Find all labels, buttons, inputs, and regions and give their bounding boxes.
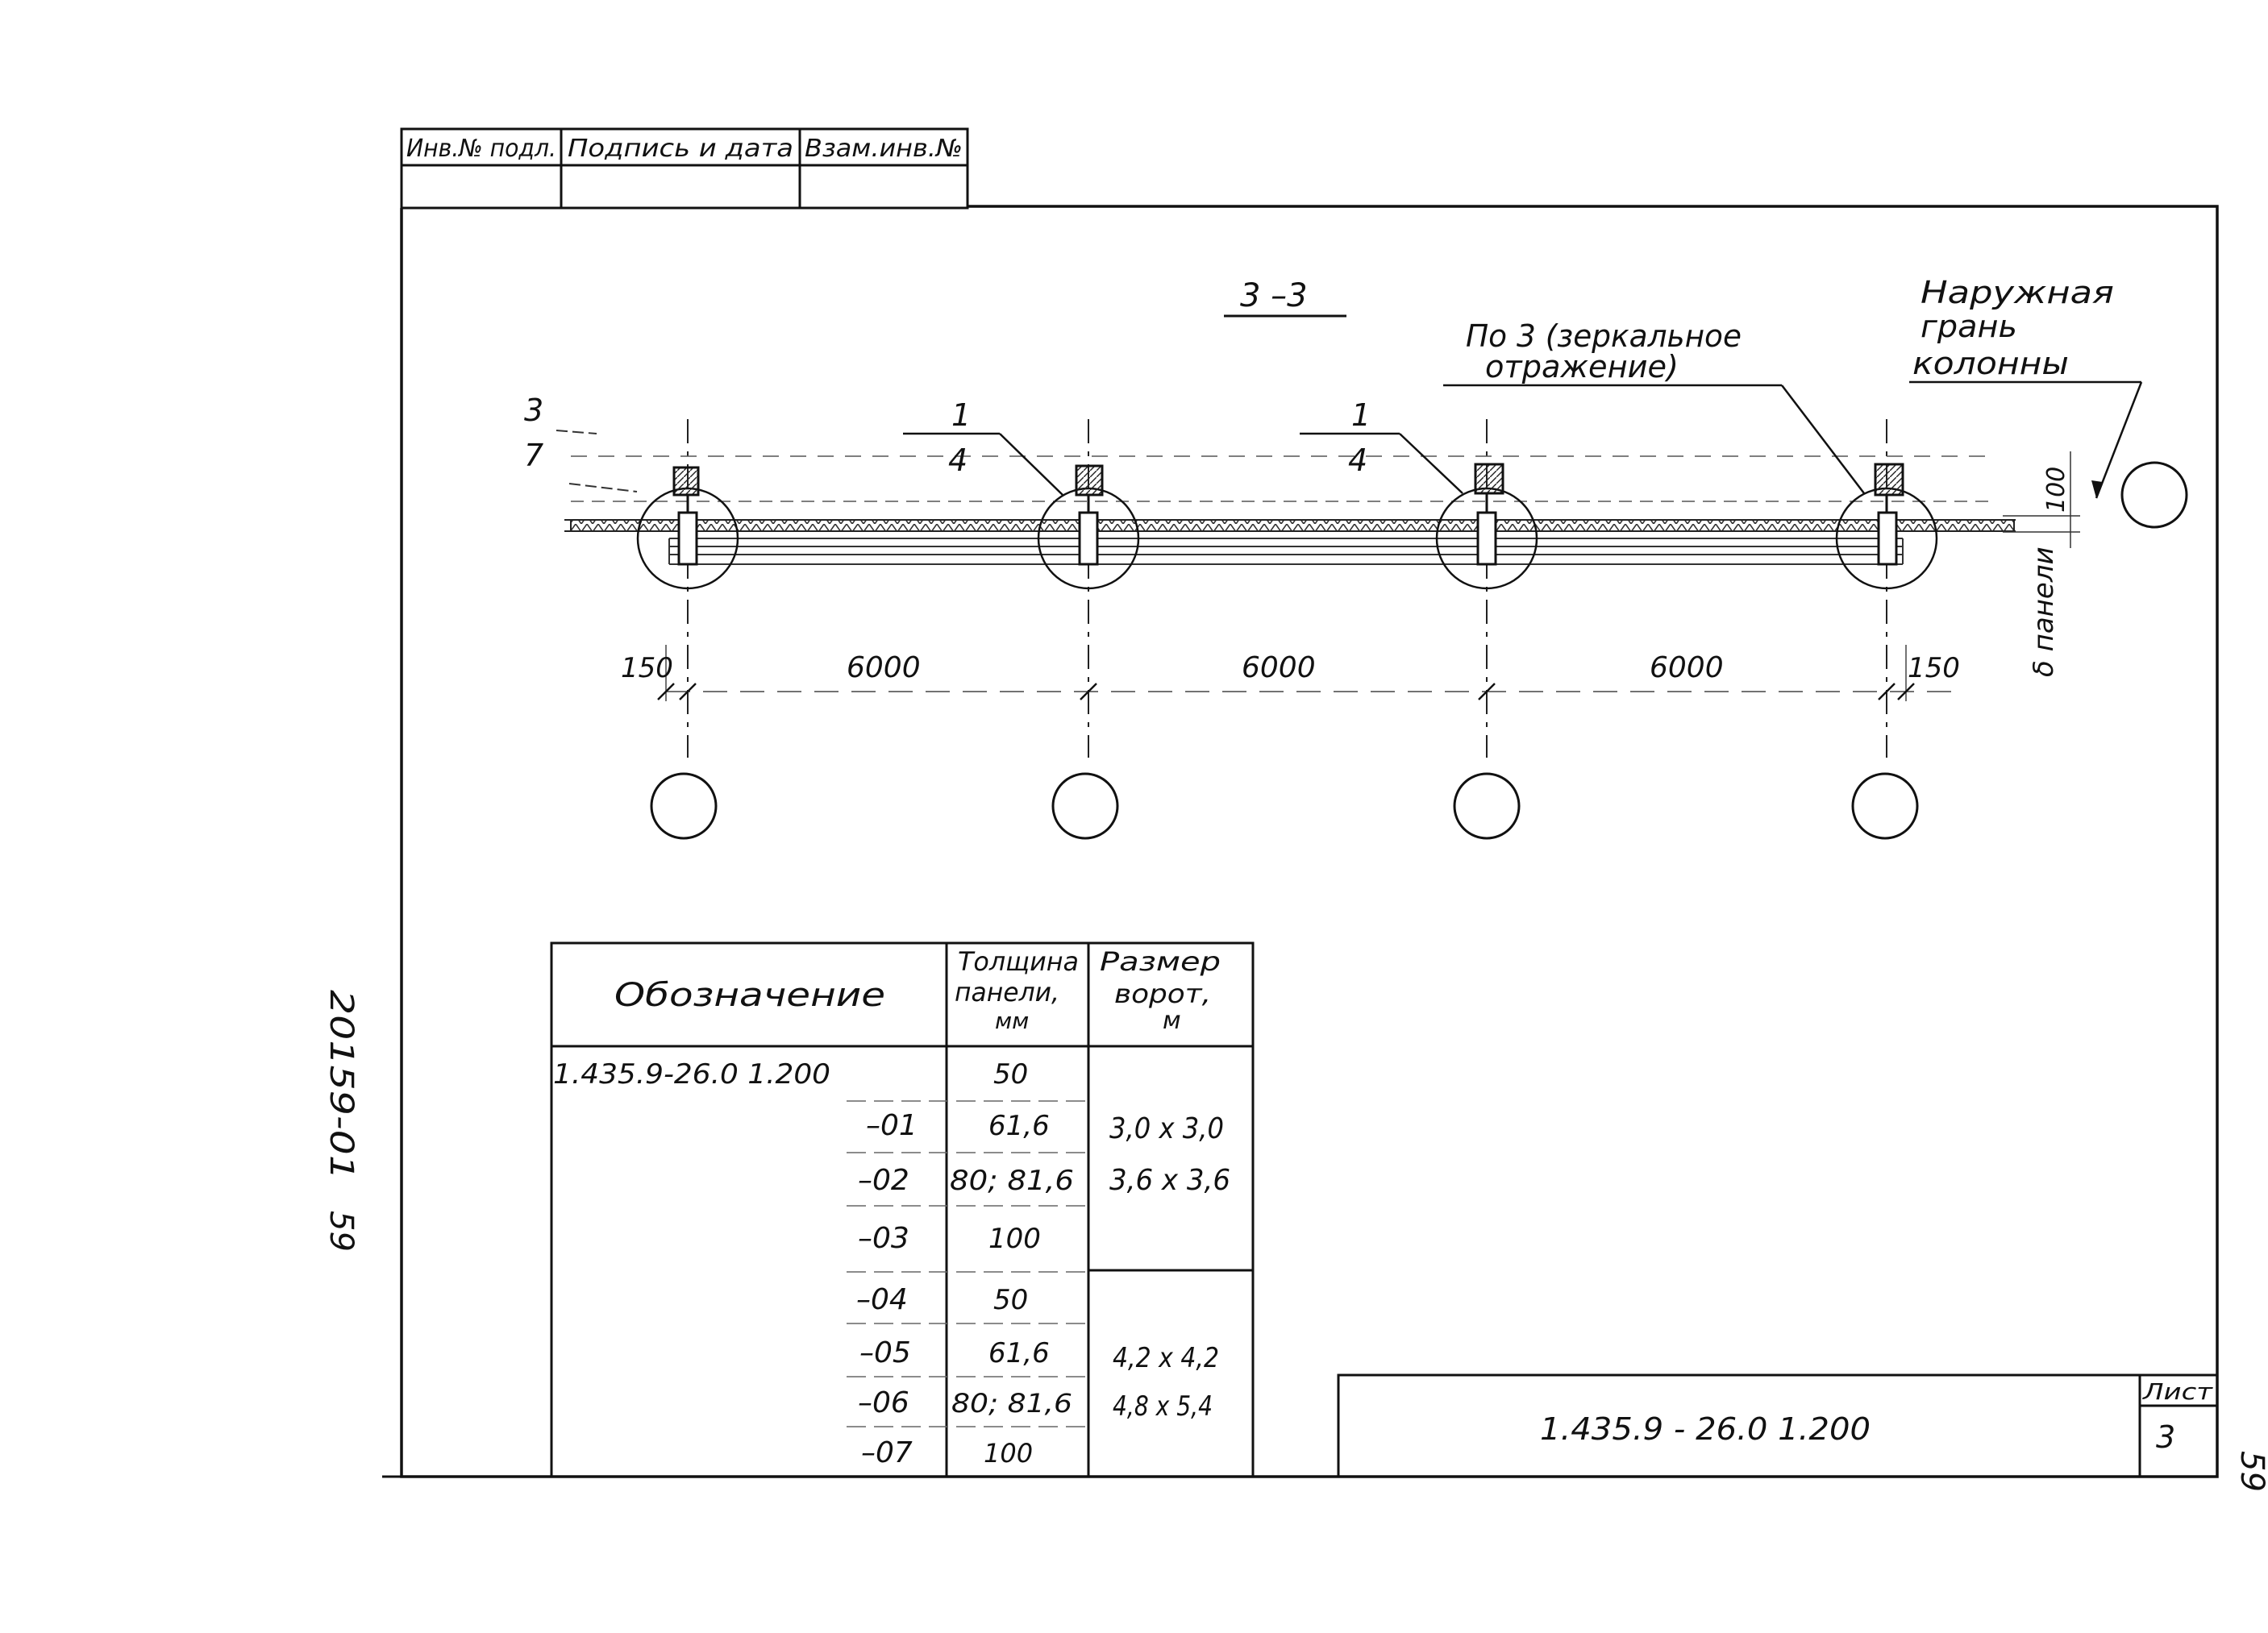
header-thickness-line3: мм <box>995 1008 1029 1034</box>
stamp-replaced-inv: Взам.инв.№ <box>805 135 963 163</box>
outer-face-line2: грань <box>1921 309 2017 344</box>
title-block: 1.435.9 - 26.0 1.200 Лист 3 <box>1337 1373 2219 1478</box>
row-6-thickness: 80; 81,6 <box>951 1388 1072 1419</box>
row-1-designation: –01 <box>866 1109 918 1142</box>
note-mirror-line1: По 3 (зеркальное <box>1466 318 1742 354</box>
title-code: 1.435.9 - 26.0 1.200 <box>1540 1411 1871 1447</box>
header-thickness-line1: Толщина <box>958 946 1079 977</box>
row-5-size: 4,2 x 4,2 <box>1113 1342 1219 1374</box>
row-3-designation: –03 <box>858 1222 909 1255</box>
row-1-size: 3,0 x 3,0 <box>1109 1112 1224 1145</box>
row-7-designation: –07 <box>861 1436 913 1469</box>
dim-span-3: 6000 <box>1650 651 1724 684</box>
approval-stamp: Инв.№ подл. Подпись и дата Взам.инв.№ <box>400 127 969 210</box>
dim-edge-right: 150 <box>1908 652 1960 684</box>
row-6-designation: –06 <box>858 1386 909 1419</box>
row-2-thickness: 80; 81,6 <box>950 1165 1074 1197</box>
header-size-line3: м <box>1163 1007 1181 1035</box>
row-2-size: 3,6 x 3,6 <box>1109 1164 1230 1197</box>
callout-left-top: 3 <box>524 393 543 428</box>
lower-columns <box>650 772 1919 840</box>
row-5-thickness: 61,6 <box>988 1337 1050 1369</box>
note-mirror-line2: отражение) <box>1485 349 1679 384</box>
outer-face-line3: колонны <box>1912 346 2069 381</box>
stamp-signature-date: Подпись и дата <box>568 135 793 163</box>
callout-outer-face: Наружная грань колонны <box>1909 275 2143 499</box>
corner-page: 59 <box>2233 1451 2268 1492</box>
node-column-2 <box>1037 464 1140 590</box>
header-size-line2: ворот, <box>1114 979 1211 1009</box>
margin-marks: 20159-01 59 59 <box>323 990 2268 1492</box>
archive-number: 20159-01 <box>323 990 360 1180</box>
sheet-label: Лист <box>2142 1378 2213 1405</box>
row-6-size: 4,8 x 5,4 <box>1113 1390 1213 1423</box>
row-0-designation: 1.435.9-26.0 1.200 <box>553 1058 830 1091</box>
header-size-line1: Размер <box>1100 946 1221 977</box>
row-2-designation: –02 <box>858 1164 909 1197</box>
row-7-thickness: 100 <box>984 1438 1033 1469</box>
section-view: 3 –3 <box>524 275 2188 840</box>
dim-gap: 100 <box>2042 467 2070 513</box>
callout-left: 3 7 <box>524 393 638 492</box>
node-column-3 <box>1435 463 1538 590</box>
header-thickness-line2: панели, <box>955 977 1059 1008</box>
outer-face-line1: Наружная <box>1921 275 2114 310</box>
margin-page: 59 <box>323 1211 360 1252</box>
node-column-4 <box>1835 463 1938 590</box>
header-designation: Обозначение <box>614 977 885 1014</box>
section-title: 3 –3 <box>1240 277 1308 314</box>
wall-panel-band <box>570 519 2015 532</box>
dim-edge-left: 150 <box>621 652 673 684</box>
main-frame <box>382 205 2219 1478</box>
dimension-line: 150 6000 6000 6000 150 <box>621 645 1960 701</box>
callout-1-top: 1 <box>951 397 971 433</box>
row-5-designation: –05 <box>859 1336 911 1369</box>
callout-1: 1 4 <box>903 397 1063 496</box>
spec-table: Обозначение Толщина панели, мм Размер во… <box>550 941 1255 1478</box>
callout-mirror: По 3 (зеркальное отражение) <box>1443 318 1865 494</box>
row-4-thickness: 50 <box>993 1284 1028 1316</box>
outer-column-circle <box>2120 461 2188 529</box>
dim-span-2: 6000 <box>1242 651 1316 684</box>
dimension-vertical: 100 δ панели <box>2003 451 2080 677</box>
row-1-thickness: 61,6 <box>988 1110 1050 1142</box>
callout-2-top: 1 <box>1351 397 1371 433</box>
callout-1-bottom: 4 <box>948 443 968 478</box>
callout-2: 1 4 <box>1300 397 1463 494</box>
panel-thickness-label: δ панели <box>2028 546 2060 677</box>
sheet-number: 3 <box>2156 1419 2175 1455</box>
callout-2-bottom: 4 <box>1348 443 1367 478</box>
stamp-inv-no: Инв.№ подл. <box>406 135 556 163</box>
row-3-thickness: 100 <box>988 1223 1041 1255</box>
row-4-designation: –04 <box>856 1283 908 1316</box>
node-column-1 <box>636 466 739 590</box>
row-0-thickness: 50 <box>993 1058 1028 1091</box>
callout-left-bottom: 7 <box>524 438 543 473</box>
dim-span-1: 6000 <box>847 651 921 684</box>
